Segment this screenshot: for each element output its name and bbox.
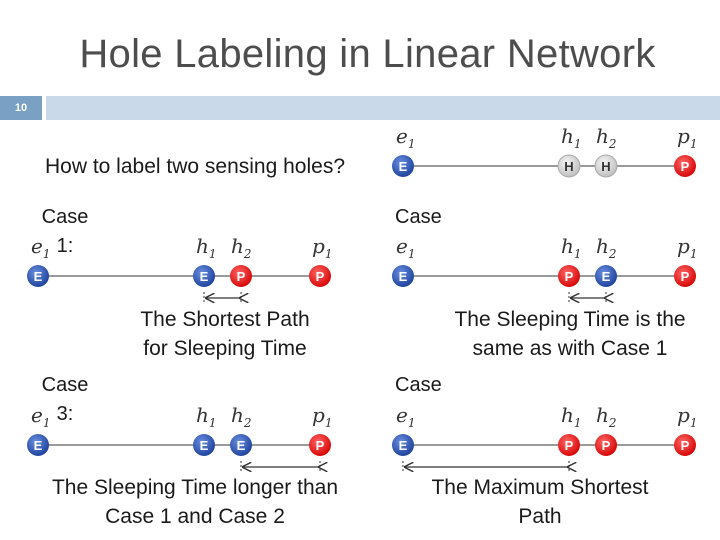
svg-text:E: E bbox=[237, 438, 246, 453]
svg-text:P: P bbox=[316, 269, 325, 284]
svg-text:p1: p1 bbox=[312, 403, 332, 430]
case-top-label: Case bbox=[395, 206, 442, 228]
row-case3: e1 h1 h2 p1 E E E P bbox=[27, 403, 332, 473]
svg-text:P: P bbox=[681, 438, 690, 453]
svg-text:E: E bbox=[200, 438, 209, 453]
question-text: How to label two sensing holes? bbox=[44, 155, 345, 178]
label-h2: h2 bbox=[596, 124, 617, 151]
case1-label: Case 1: bbox=[41, 206, 89, 257]
svg-text:P: P bbox=[237, 269, 246, 284]
svg-text:E: E bbox=[34, 269, 43, 284]
svg-text:E: E bbox=[34, 438, 43, 453]
svg-text:p1: p1 bbox=[677, 234, 697, 261]
svg-text:p1: p1 bbox=[312, 234, 332, 261]
node-h-text: H bbox=[564, 159, 573, 174]
same-time-note: The Sleeping Time is the same as with Ca… bbox=[454, 308, 686, 360]
svg-text:E: E bbox=[602, 269, 611, 284]
svg-text:h2: h2 bbox=[231, 403, 252, 430]
max-path-note-line2: Path bbox=[518, 505, 562, 528]
svg-text:E: E bbox=[399, 438, 408, 453]
svg-text:P: P bbox=[681, 269, 690, 284]
node-h-text: H bbox=[601, 159, 610, 174]
node-p bbox=[674, 155, 696, 177]
svg-text:h1: h1 bbox=[561, 234, 582, 261]
node-e bbox=[392, 155, 414, 177]
case3-label: Case 3: bbox=[41, 374, 89, 425]
svg-text:h2: h2 bbox=[596, 403, 617, 430]
row-case1: e1 h1 h2 p1 E E P P bbox=[27, 234, 332, 304]
svg-text:P: P bbox=[602, 438, 611, 453]
svg-text:h2: h2 bbox=[596, 234, 617, 261]
svg-text:P: P bbox=[316, 438, 325, 453]
node-e-text: E bbox=[399, 159, 408, 174]
svg-text:h1: h1 bbox=[196, 403, 217, 430]
svg-text:E: E bbox=[399, 269, 408, 284]
node-h bbox=[557, 154, 581, 178]
label-p1: p1 bbox=[677, 124, 697, 151]
svg-text:P: P bbox=[565, 269, 574, 284]
slide-number-badge: 10 bbox=[0, 96, 42, 120]
label-h1: h1 bbox=[561, 124, 582, 151]
max-path-note-line1: The Maximum Shortest bbox=[431, 476, 649, 499]
svg-text:e1: e1 bbox=[31, 403, 50, 430]
header-accent-bar bbox=[46, 96, 720, 120]
case-mid-label: Case bbox=[395, 374, 442, 396]
svg-text:h1: h1 bbox=[196, 234, 217, 261]
svg-text:e1: e1 bbox=[396, 403, 415, 430]
node-h bbox=[594, 154, 618, 178]
svg-text:e1: e1 bbox=[31, 234, 50, 261]
longer-note: The Sleeping Time longer than Case 1 and… bbox=[51, 476, 338, 528]
row-case4: e1 h1 h2 p1 E P P P bbox=[392, 403, 697, 473]
row-holes: e1 h1 h2 p1 E H H P bbox=[392, 124, 697, 178]
label-e1: e1 bbox=[396, 124, 415, 151]
node-p-text: P bbox=[681, 159, 690, 174]
shortest-path-note: The Shortest Path for Sleeping Time bbox=[140, 308, 310, 360]
svg-text:e1: e1 bbox=[396, 234, 415, 261]
svg-text:P: P bbox=[565, 438, 574, 453]
row-case2: e1 h1 h2 p1 E P E P bbox=[392, 234, 697, 304]
slide-title: Hole Labeling in Linear Network bbox=[79, 32, 656, 76]
svg-text:p1: p1 bbox=[677, 403, 697, 430]
svg-text:E: E bbox=[200, 269, 209, 284]
svg-text:h1: h1 bbox=[561, 403, 582, 430]
svg-text:h2: h2 bbox=[231, 234, 252, 261]
